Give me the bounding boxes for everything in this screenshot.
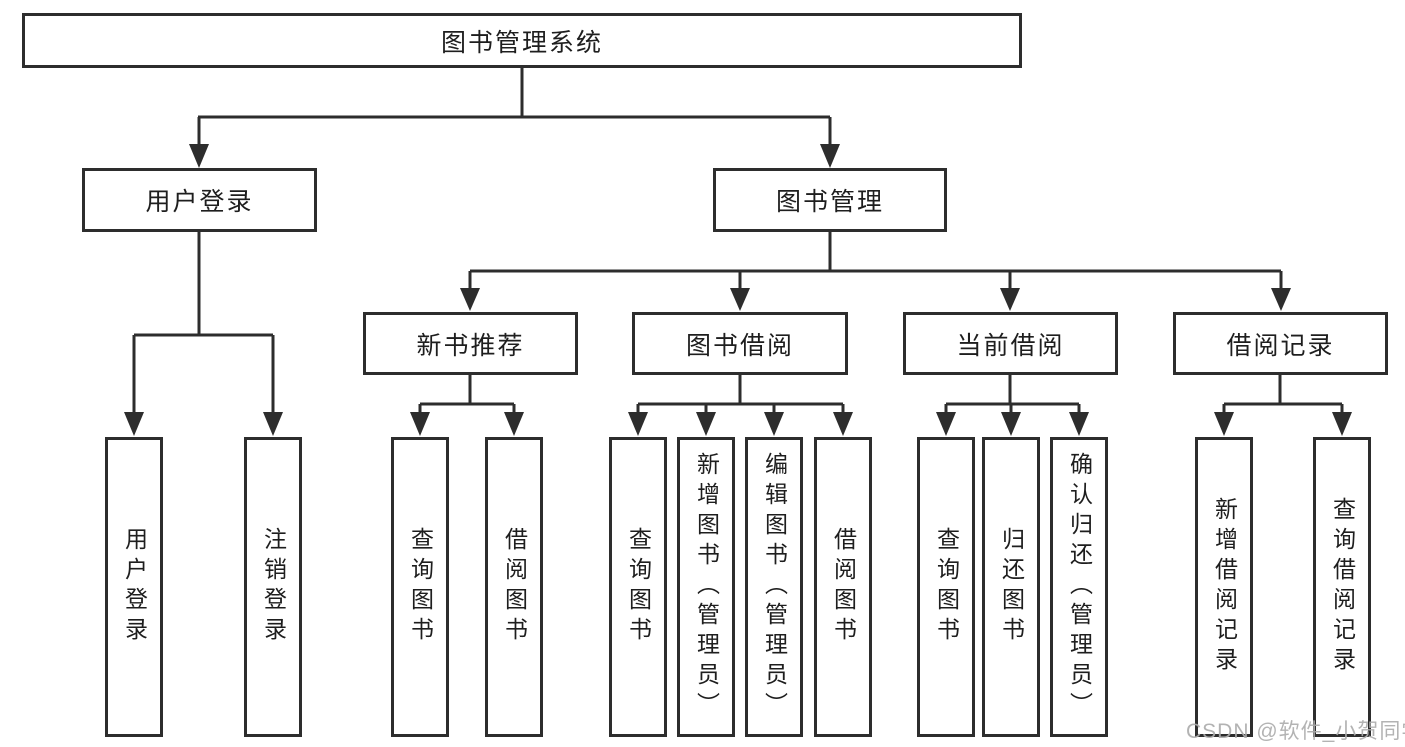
leaf-recommend-borrow-books-label: 借阅图书: [501, 527, 528, 647]
leaf-user-login: 用户登录: [105, 437, 163, 737]
leaf-borrow-add-books-admin-label: 新增图书（管理员）: [693, 452, 720, 722]
node-user-login-label: 用户登录: [145, 188, 254, 216]
leaf-borrow-borrow-books: 借阅图书: [814, 437, 872, 737]
csdn-watermark: CSDN @软件_小贺同学: [1186, 720, 1405, 743]
leaf-current-query-books: 查询图书: [917, 437, 975, 737]
leaf-borrow-query-books-label: 查询图书: [625, 527, 652, 647]
arrowhead-icons: [124, 144, 1352, 436]
node-new-book-recommend: 新书推荐: [363, 312, 578, 375]
leaf-user-login-label: 用户登录: [121, 527, 148, 647]
node-book-management: 图书管理: [713, 168, 947, 232]
node-book-borrow-label: 图书借阅: [685, 331, 794, 360]
leaf-borrow-query-books: 查询图书: [609, 437, 667, 737]
node-new-book-recommend-label: 新书推荐: [416, 331, 525, 360]
leaf-records-add-record: 新增借阅记录: [1195, 437, 1253, 737]
leaf-current-confirm-return-admin: 确认归还（管理员）: [1050, 437, 1108, 737]
leaf-records-add-record-label: 新增借阅记录: [1211, 497, 1238, 677]
node-borrow-records: 借阅记录: [1173, 312, 1388, 375]
node-book-management-label: 图书管理: [775, 188, 884, 216]
leaf-recommend-query-books-label: 查询图书: [407, 527, 434, 647]
leaf-logout: 注销登录: [244, 437, 302, 737]
leaf-logout-label: 注销登录: [260, 527, 287, 647]
node-current-borrow: 当前借阅: [903, 312, 1118, 375]
leaf-current-query-books-label: 查询图书: [933, 527, 960, 647]
leaf-current-return-books: 归还图书: [982, 437, 1040, 737]
leaf-current-confirm-return-admin-label: 确认归还（管理员）: [1066, 452, 1093, 722]
leaf-borrow-edit-books-admin: 编辑图书（管理员）: [745, 437, 803, 737]
leaf-recommend-borrow-books: 借阅图书: [485, 437, 543, 737]
leaf-records-query-record-label: 查询借阅记录: [1329, 497, 1356, 677]
leaf-borrow-edit-books-admin-label: 编辑图书（管理员）: [761, 452, 788, 722]
leaf-current-return-books-label: 归还图书: [998, 527, 1025, 647]
node-root-system: 图书管理系统: [22, 13, 1022, 68]
node-user-login: 用户登录: [82, 168, 317, 232]
node-current-borrow-label: 当前借阅: [956, 331, 1065, 360]
leaf-borrow-add-books-admin: 新增图书（管理员）: [677, 437, 735, 737]
leaf-recommend-query-books: 查询图书: [391, 437, 449, 737]
node-book-borrow: 图书借阅: [632, 312, 848, 375]
node-root-system-label: 图书管理系统: [440, 28, 603, 57]
leaf-records-query-record: 查询借阅记录: [1313, 437, 1371, 737]
leaf-borrow-borrow-books-label: 借阅图书: [830, 527, 857, 647]
node-borrow-records-label: 借阅记录: [1226, 331, 1335, 360]
